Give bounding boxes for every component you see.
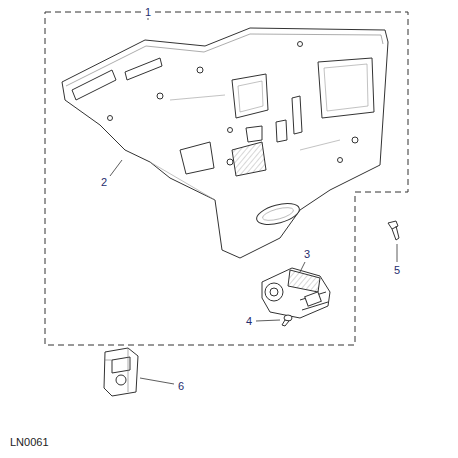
callout-number: 5 (392, 264, 402, 276)
figure-code: LN0061 (8, 436, 51, 448)
callout-number: 2 (99, 176, 109, 188)
screw (282, 315, 292, 326)
callout-number: 4 (244, 315, 254, 327)
callout-number: 3 (302, 248, 312, 260)
callout-number: 6 (176, 380, 186, 392)
leader-line (300, 262, 305, 272)
callout-number: 1 (143, 6, 153, 18)
leader-line (256, 320, 280, 321)
kit-boundary (45, 12, 408, 345)
leader-line (140, 378, 174, 384)
fixing-clip (388, 221, 399, 240)
switch-housing (104, 348, 138, 396)
mounting-plate (62, 28, 388, 258)
leader-line (110, 160, 122, 176)
leader-line (397, 244, 398, 262)
regulator-motor (262, 268, 330, 318)
